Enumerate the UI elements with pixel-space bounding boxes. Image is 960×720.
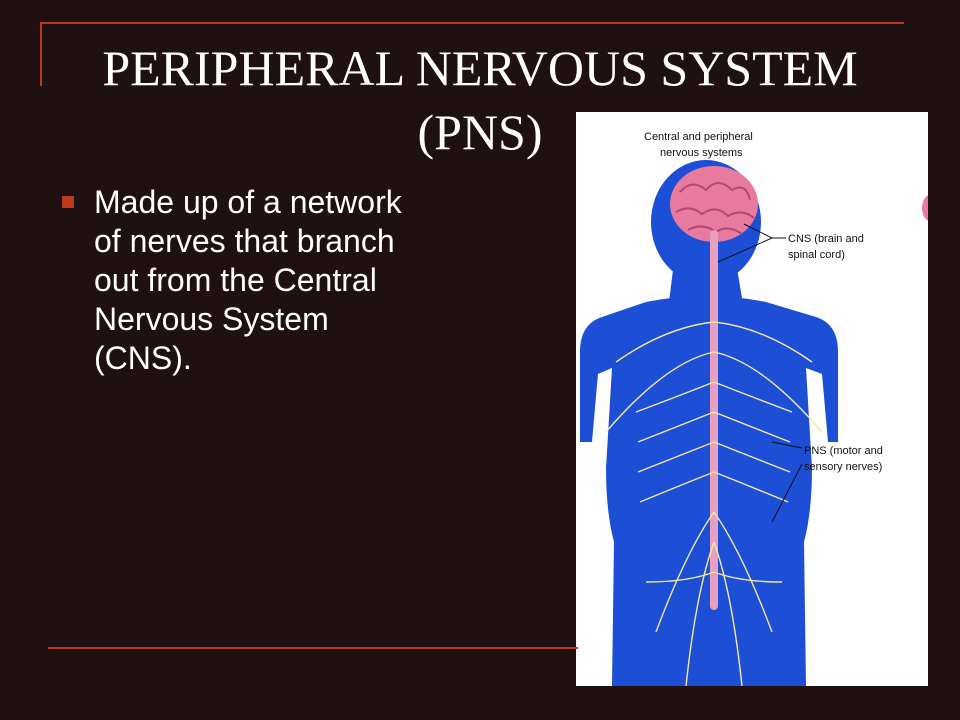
accent-rule-left <box>40 22 42 86</box>
title-line-2: (PNS) <box>417 104 543 160</box>
figure-caption-line-2: nervous systems <box>660 147 743 159</box>
title-line-1: PERIPHERAL NERVOUS SYSTEM <box>102 40 858 96</box>
neighbor-brain-fragment <box>922 195 928 221</box>
figure-caption-line-1: Central and peripheral <box>644 131 753 143</box>
cns-label-line-1: CNS (brain and <box>788 233 864 245</box>
accent-rule-top <box>40 22 904 24</box>
pns-label-line-1: PNS (motor and <box>804 445 883 457</box>
bullet-square-icon <box>62 196 74 208</box>
pns-label-line-2: sensory nerves) <box>804 461 882 473</box>
cns-label-line-2: spinal cord) <box>788 249 845 261</box>
nervous-system-figure: Central and peripheral nervous systems <box>576 112 928 686</box>
brain-icon <box>670 166 758 242</box>
peripheral-nerves <box>605 321 823 686</box>
leader-lines <box>717 223 803 523</box>
slide-title: PERIPHERAL NERVOUS SYSTEM (PNS) <box>48 36 912 164</box>
accent-rule-bottom <box>48 647 578 649</box>
bullet-item: Made up of a network of nerves that bran… <box>62 183 402 378</box>
nervous-system-illustration: Central and peripheral nervous systems <box>580 131 928 686</box>
bullet-text: Made up of a network of nerves that bran… <box>94 184 402 376</box>
spinal-cord <box>710 230 718 610</box>
